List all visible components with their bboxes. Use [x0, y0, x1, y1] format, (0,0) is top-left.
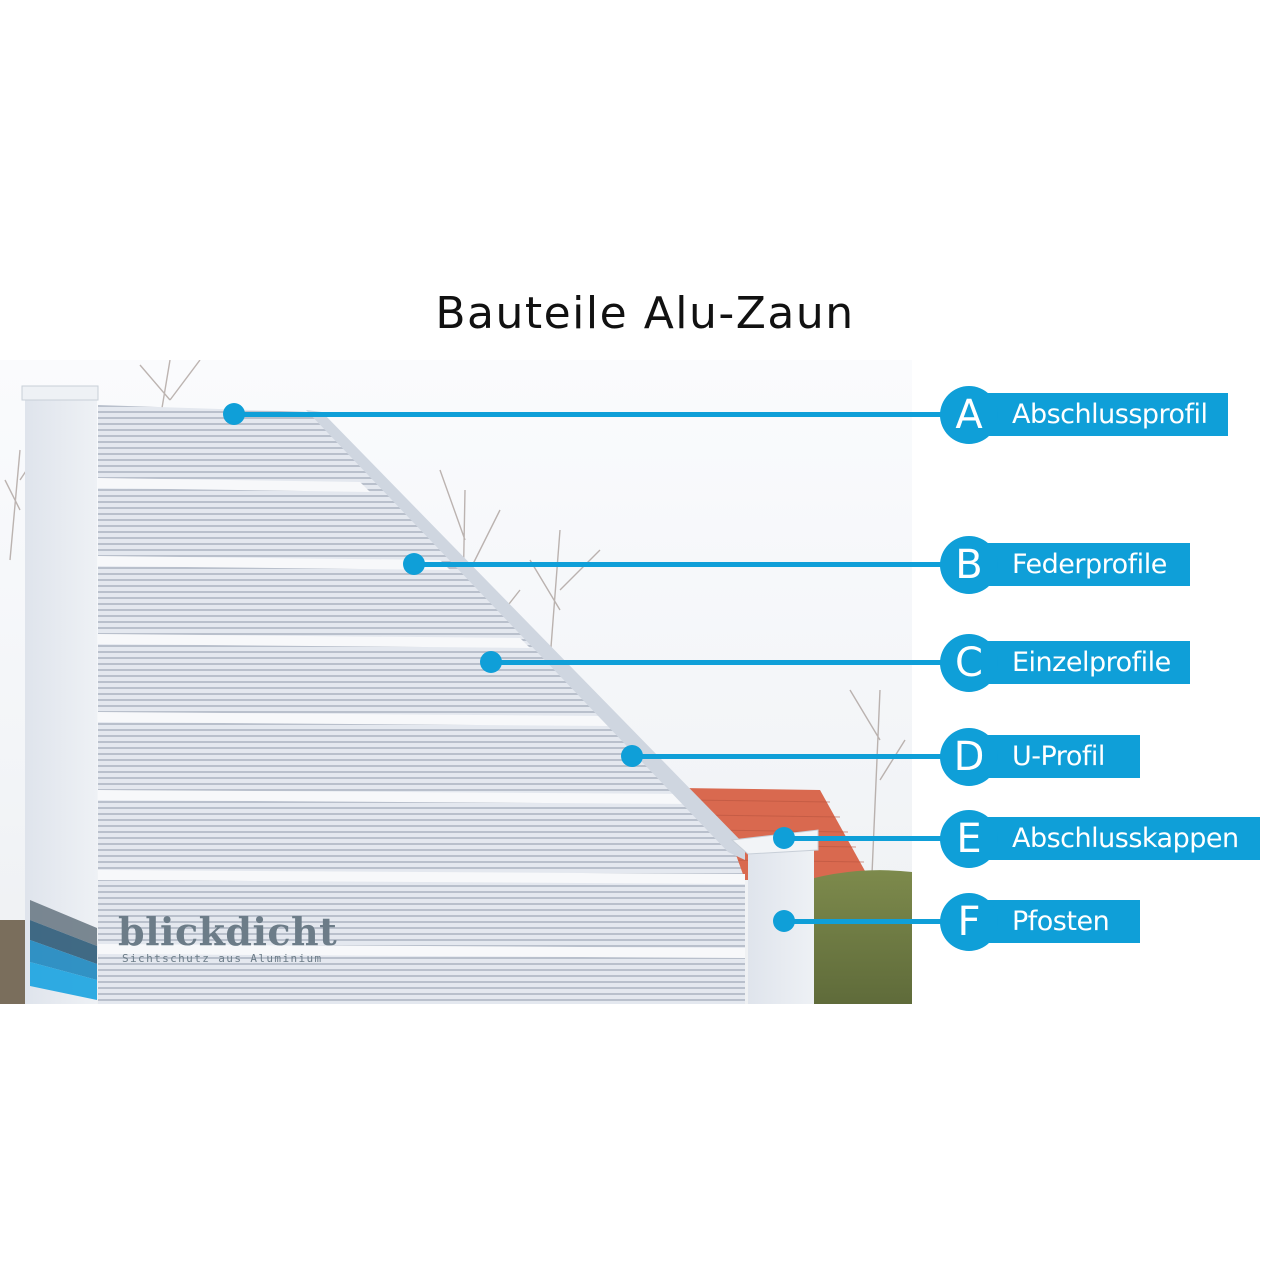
- callout-d[interactable]: D U-Profil: [940, 728, 1150, 786]
- brand-watermark: blickdicht Sichtschutz aus Aluminium: [118, 909, 338, 966]
- pointer-dot-b[interactable]: [403, 553, 425, 575]
- callout-bar: [966, 543, 1190, 586]
- pointer-dot-f[interactable]: [773, 910, 795, 932]
- callout-bar: [966, 641, 1190, 684]
- callout-letter-e: E: [940, 810, 998, 868]
- callout-letter-c: C: [940, 634, 998, 692]
- fence-illustration: [0, 360, 912, 1004]
- leader-line-f: [784, 919, 974, 924]
- callout-c[interactable]: C Einzelprofile: [940, 634, 1200, 692]
- leader-line-a: [234, 412, 974, 417]
- callout-letter-b: B: [940, 536, 998, 594]
- leader-line-c: [491, 660, 974, 665]
- callout-bar: [966, 817, 1260, 860]
- callout-label-c: Einzelprofile: [1012, 647, 1171, 678]
- fence-photo: [0, 360, 912, 1004]
- callout-bar: [966, 393, 1228, 436]
- diagram-title: Bauteile Alu-Zaun: [435, 288, 855, 339]
- brand-tagline: Sichtschutz aus Aluminium: [122, 952, 323, 965]
- callout-f[interactable]: F Pfosten: [940, 893, 1150, 951]
- callout-letter-d: D: [940, 728, 998, 786]
- callout-letter-a: A: [940, 386, 998, 444]
- brand-name: blickdicht: [118, 909, 338, 954]
- callout-e[interactable]: E Abschlusskappen: [940, 810, 1270, 868]
- pointer-dot-a[interactable]: [223, 403, 245, 425]
- leader-line-d: [632, 754, 974, 759]
- leader-line-e: [784, 836, 974, 841]
- callout-label-b: Federprofile: [1012, 549, 1167, 580]
- callout-a[interactable]: A Abschlussprofil: [940, 386, 1240, 444]
- pointer-dot-e[interactable]: [773, 827, 795, 849]
- callout-label-e: Abschlusskappen: [1012, 823, 1239, 854]
- callout-label-d: U-Profil: [1012, 741, 1105, 772]
- pointer-dot-d[interactable]: [621, 745, 643, 767]
- leader-line-b: [414, 562, 974, 567]
- callout-letter-f: F: [940, 893, 998, 951]
- pointer-dot-c[interactable]: [480, 651, 502, 673]
- callout-b[interactable]: B Federprofile: [940, 536, 1200, 594]
- callout-label-a: Abschlussprofil: [1012, 399, 1208, 430]
- brand-logo-icon: [30, 900, 97, 1000]
- callout-label-f: Pfosten: [1012, 906, 1110, 937]
